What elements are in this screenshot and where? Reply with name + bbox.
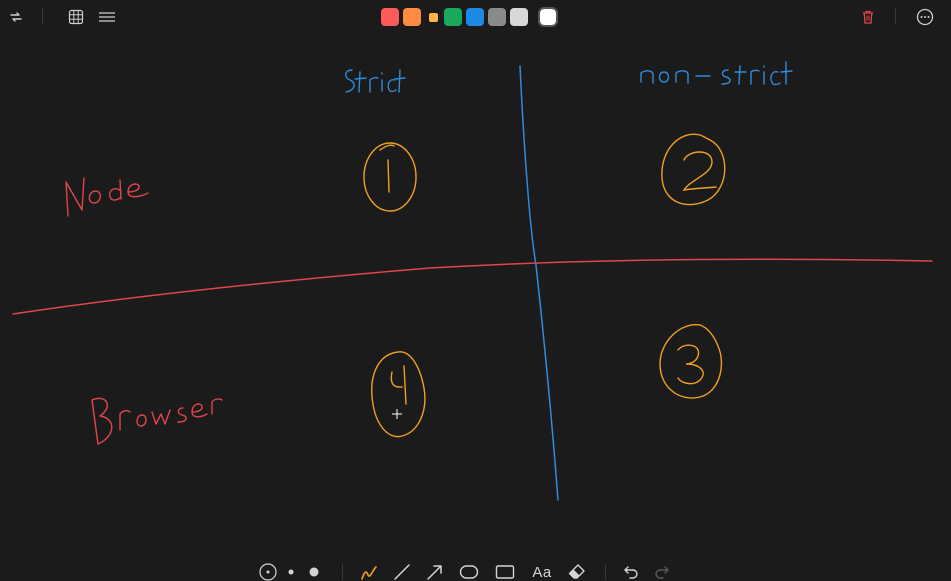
color-swatch-amber[interactable] (429, 12, 438, 22)
bottom-toolbar: Aa (0, 558, 951, 581)
color-swatch-light-gray[interactable] (510, 8, 528, 26)
stroke-size-large-icon[interactable] (306, 562, 322, 581)
menu-icon[interactable] (97, 8, 117, 26)
ink-text-non-strict (640, 61, 793, 86)
toolbar-divider (895, 8, 896, 24)
ink-text-browser (91, 397, 223, 445)
line-tool-icon[interactable] (391, 562, 413, 581)
ink-horizontal-divider (12, 258, 933, 315)
color-swatch-blue[interactable] (466, 8, 484, 26)
pen-tool-icon[interactable] (358, 562, 380, 581)
color-swatch-white-selected[interactable] (538, 7, 558, 27)
arrow-tool-icon[interactable] (424, 562, 446, 581)
color-swatch-red[interactable] (381, 8, 399, 26)
ellipse-tool-icon[interactable] (458, 562, 480, 581)
ink-circle-2 (661, 133, 726, 206)
redo-icon[interactable] (652, 562, 672, 581)
undo-icon[interactable] (621, 562, 641, 581)
eraser-tool-icon[interactable] (566, 562, 588, 581)
color-swatch-gray[interactable] (488, 8, 506, 26)
text-tool-button[interactable]: Aa (532, 563, 552, 581)
stroke-size-medium-icon[interactable] (284, 562, 298, 581)
crosshair-cursor-icon (392, 409, 402, 419)
color-swatch-orange[interactable] (403, 8, 421, 26)
top-toolbar (0, 0, 951, 34)
color-swatch-green[interactable] (444, 8, 462, 26)
more-icon[interactable] (915, 7, 935, 27)
grid-icon[interactable] (67, 8, 85, 26)
toolbar-divider (605, 564, 606, 580)
color-palette (381, 7, 560, 27)
drawing-canvas[interactable] (0, 34, 951, 554)
ink-circle-1 (363, 142, 417, 212)
trash-icon[interactable] (860, 8, 876, 26)
ink-vertical-divider (519, 65, 559, 501)
toolbar-divider (342, 564, 343, 580)
hand-swap-icon[interactable] (7, 8, 25, 26)
stroke-size-small-icon[interactable] (258, 562, 278, 581)
ink-text-node (65, 177, 149, 217)
ink-text-strict (345, 69, 406, 93)
ink-circle-3 (659, 324, 723, 399)
rectangle-tool-icon[interactable] (494, 562, 516, 581)
ink-circle-4 (371, 351, 426, 438)
toolbar-divider (42, 8, 43, 24)
